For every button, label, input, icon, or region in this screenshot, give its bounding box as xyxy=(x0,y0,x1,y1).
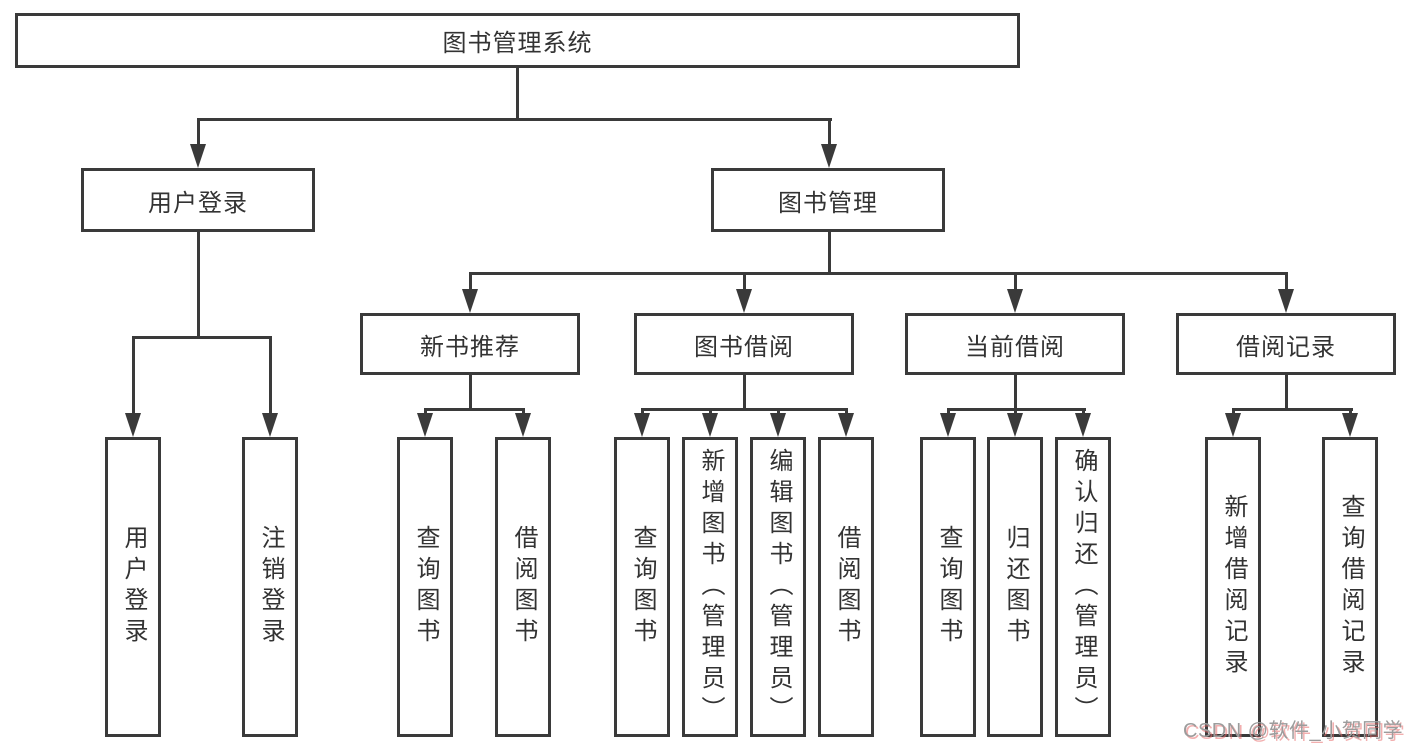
connector-group2-hline xyxy=(641,408,848,411)
arrow-g4c1 xyxy=(1225,413,1241,437)
arrow-to-book xyxy=(821,144,837,168)
node-new-book-recommend-label: 新书推荐 xyxy=(420,333,520,361)
leaf-g3-return-book: 归还图书 xyxy=(987,437,1043,737)
leaf-g4-add-borrow-record: 新增借阅记录 xyxy=(1205,437,1261,737)
connector-level3-hline xyxy=(469,272,1288,275)
connector-g4c1-stub xyxy=(1232,408,1235,416)
connector-group4-hline xyxy=(1232,408,1353,411)
connector-g3c2-stub xyxy=(1014,408,1017,416)
connector-user-stub xyxy=(197,232,200,336)
leaf-g3-confirm-return-admin-label: 确认归还（管理员） xyxy=(1070,447,1097,727)
connector-group1-hline xyxy=(424,408,525,411)
leaf-logout-label: 注销登录 xyxy=(257,525,284,649)
connector-user-child2-stub xyxy=(269,336,272,415)
leaf-user-login: 用户登录 xyxy=(105,437,161,737)
connector-g2c1-stub xyxy=(641,408,644,416)
arrow-g3c1 xyxy=(940,413,956,437)
leaf-g3-query-book: 查询图书 xyxy=(920,437,976,737)
node-book-borrow: 图书借阅 xyxy=(634,313,854,375)
leaf-g2-add-book-admin: 新增图书（管理员） xyxy=(682,437,738,737)
leaf-g1-borrow-book: 借阅图书 xyxy=(495,437,551,737)
connector-g1c2-stub xyxy=(522,408,525,416)
arrow-user-child1 xyxy=(125,413,141,437)
leaf-g2-query-book: 查询图书 xyxy=(614,437,670,737)
node-new-book-recommend: 新书推荐 xyxy=(360,313,580,375)
leaf-g4-query-borrow-record-label: 查询借阅记录 xyxy=(1337,494,1364,680)
arrow-to-group1 xyxy=(462,289,478,313)
leaf-g2-query-book-label: 查询图书 xyxy=(629,525,656,649)
connector-root-stub xyxy=(516,68,519,118)
leaf-logout: 注销登录 xyxy=(242,437,298,737)
arrow-to-user xyxy=(190,144,206,168)
node-user-login-label: 用户登录 xyxy=(148,189,248,217)
connector-g2c2-stub xyxy=(709,408,712,416)
node-borrow-record: 借阅记录 xyxy=(1176,313,1396,375)
arrow-g4c2 xyxy=(1342,413,1358,437)
leaf-g1-query-book-label: 查询图书 xyxy=(412,525,439,649)
node-root: 图书管理系统 xyxy=(15,13,1020,68)
arrow-user-child2 xyxy=(262,413,278,437)
leaf-g2-edit-book-admin: 编辑图书（管理员） xyxy=(750,437,806,737)
arrow-g1c2 xyxy=(515,413,531,437)
node-book-management: 图书管理 xyxy=(711,168,945,232)
arrow-g2c3 xyxy=(770,413,786,437)
arrow-g3c2 xyxy=(1007,413,1023,437)
connector-book-stub xyxy=(828,232,831,272)
connector-to-group2-stub xyxy=(743,272,746,291)
connector-to-user-stub xyxy=(197,118,200,146)
leaf-user-login-label: 用户登录 xyxy=(120,525,147,649)
connector-to-book-stub xyxy=(828,118,831,146)
arrow-g2c4 xyxy=(838,413,854,437)
connector-g2c4-stub xyxy=(845,408,848,416)
arrow-to-group3 xyxy=(1007,289,1023,313)
connector-g4c2-stub xyxy=(1349,408,1352,416)
connector-g2c3-stub xyxy=(777,408,780,416)
connector-level2-hline xyxy=(197,118,832,121)
leaf-g4-add-borrow-record-label: 新增借阅记录 xyxy=(1220,494,1247,680)
node-borrow-record-label: 借阅记录 xyxy=(1236,333,1336,361)
connector-to-group1-stub xyxy=(469,272,472,291)
connector-user-hline xyxy=(132,336,271,339)
leaf-g4-query-borrow-record: 查询借阅记录 xyxy=(1322,437,1378,737)
leaf-g3-query-book-label: 查询图书 xyxy=(935,525,962,649)
leaf-g1-borrow-book-label: 借阅图书 xyxy=(510,525,537,649)
leaf-g3-confirm-return-admin: 确认归还（管理员） xyxy=(1055,437,1111,737)
connector-g1c1-stub xyxy=(424,408,427,416)
connector-to-group3-stub xyxy=(1014,272,1017,291)
connector-g3c3-stub xyxy=(1082,408,1085,416)
connector-user-child1-stub xyxy=(132,336,135,415)
node-user-login: 用户登录 xyxy=(81,168,315,232)
leaf-g2-borrow-book-label: 借阅图书 xyxy=(833,525,860,649)
leaf-g1-query-book: 查询图书 xyxy=(397,437,453,737)
arrow-g3c3 xyxy=(1075,413,1091,437)
connector-to-group4-stub xyxy=(1285,272,1288,291)
arrow-g1c1 xyxy=(417,413,433,437)
node-book-borrow-label: 图书借阅 xyxy=(694,333,794,361)
connector-group4-stub xyxy=(1285,375,1288,408)
leaf-g2-add-book-admin-label: 新增图书（管理员） xyxy=(697,447,724,727)
node-current-borrow: 当前借阅 xyxy=(905,313,1125,375)
arrow-to-group2 xyxy=(736,289,752,313)
arrow-g2c2 xyxy=(702,413,718,437)
connector-group3-stub xyxy=(1014,375,1017,408)
connector-g3c1-stub xyxy=(947,408,950,416)
leaf-g2-borrow-book: 借阅图书 xyxy=(818,437,874,737)
arrow-to-group4 xyxy=(1278,289,1294,313)
arrow-g2c1 xyxy=(634,413,650,437)
node-book-management-label: 图书管理 xyxy=(778,189,878,217)
node-root-label: 图书管理系统 xyxy=(442,30,593,57)
connector-group1-stub xyxy=(469,375,472,408)
node-current-borrow-label: 当前借阅 xyxy=(965,333,1065,361)
connector-group2-stub xyxy=(743,375,746,408)
leaf-g2-edit-book-admin-label: 编辑图书（管理员） xyxy=(765,447,792,727)
csdn-watermark: CSDN @软件_小贺同学 xyxy=(1183,720,1404,742)
leaf-g3-return-book-label: 归还图书 xyxy=(1002,525,1029,649)
